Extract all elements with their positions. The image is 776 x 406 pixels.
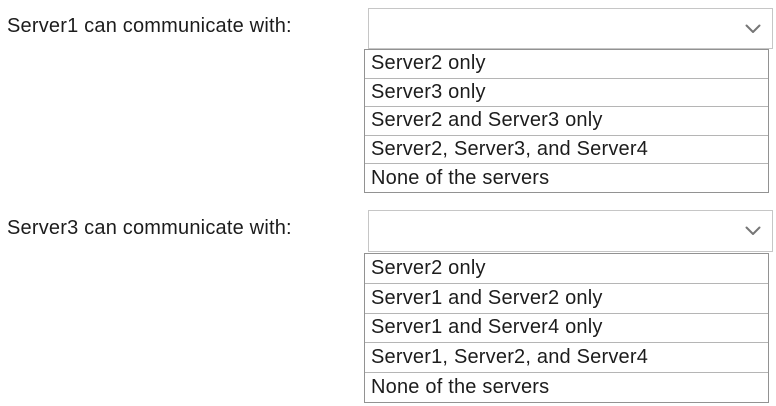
question1-label: Server1 can communicate with: bbox=[7, 15, 292, 37]
dropdown-option[interactable]: Server2, Server3, and Server4 bbox=[365, 134, 768, 164]
dropdown-option[interactable]: Server2 and Server3 only bbox=[365, 106, 768, 135]
dropdown-option[interactable]: None of the servers bbox=[365, 163, 768, 192]
chevron-down-icon bbox=[745, 226, 761, 235]
dropdown-option[interactable]: Server1, Server2, and Server4 bbox=[365, 342, 768, 373]
chevron-down-icon bbox=[745, 24, 761, 33]
dropdown-option[interactable]: Server1 and Server4 only bbox=[365, 312, 768, 343]
question1-dropdown[interactable] bbox=[368, 8, 773, 49]
dropdown-option[interactable]: Server1 and Server2 only bbox=[365, 282, 768, 313]
question2-label: Server3 can communicate with: bbox=[7, 217, 292, 239]
dropdown-option[interactable]: None of the servers bbox=[365, 372, 768, 402]
question2-dropdown[interactable] bbox=[368, 210, 773, 252]
dropdown-option[interactable]: Server2 only bbox=[365, 254, 768, 283]
dropdown-option[interactable]: Server3 only bbox=[365, 77, 768, 107]
question2-options-list: Server2 only Server1 and Server2 only Se… bbox=[364, 253, 769, 403]
question1-options-list: Server2 only Server3 only Server2 and Se… bbox=[364, 49, 769, 193]
dropdown-option[interactable]: Server2 only bbox=[365, 50, 768, 78]
